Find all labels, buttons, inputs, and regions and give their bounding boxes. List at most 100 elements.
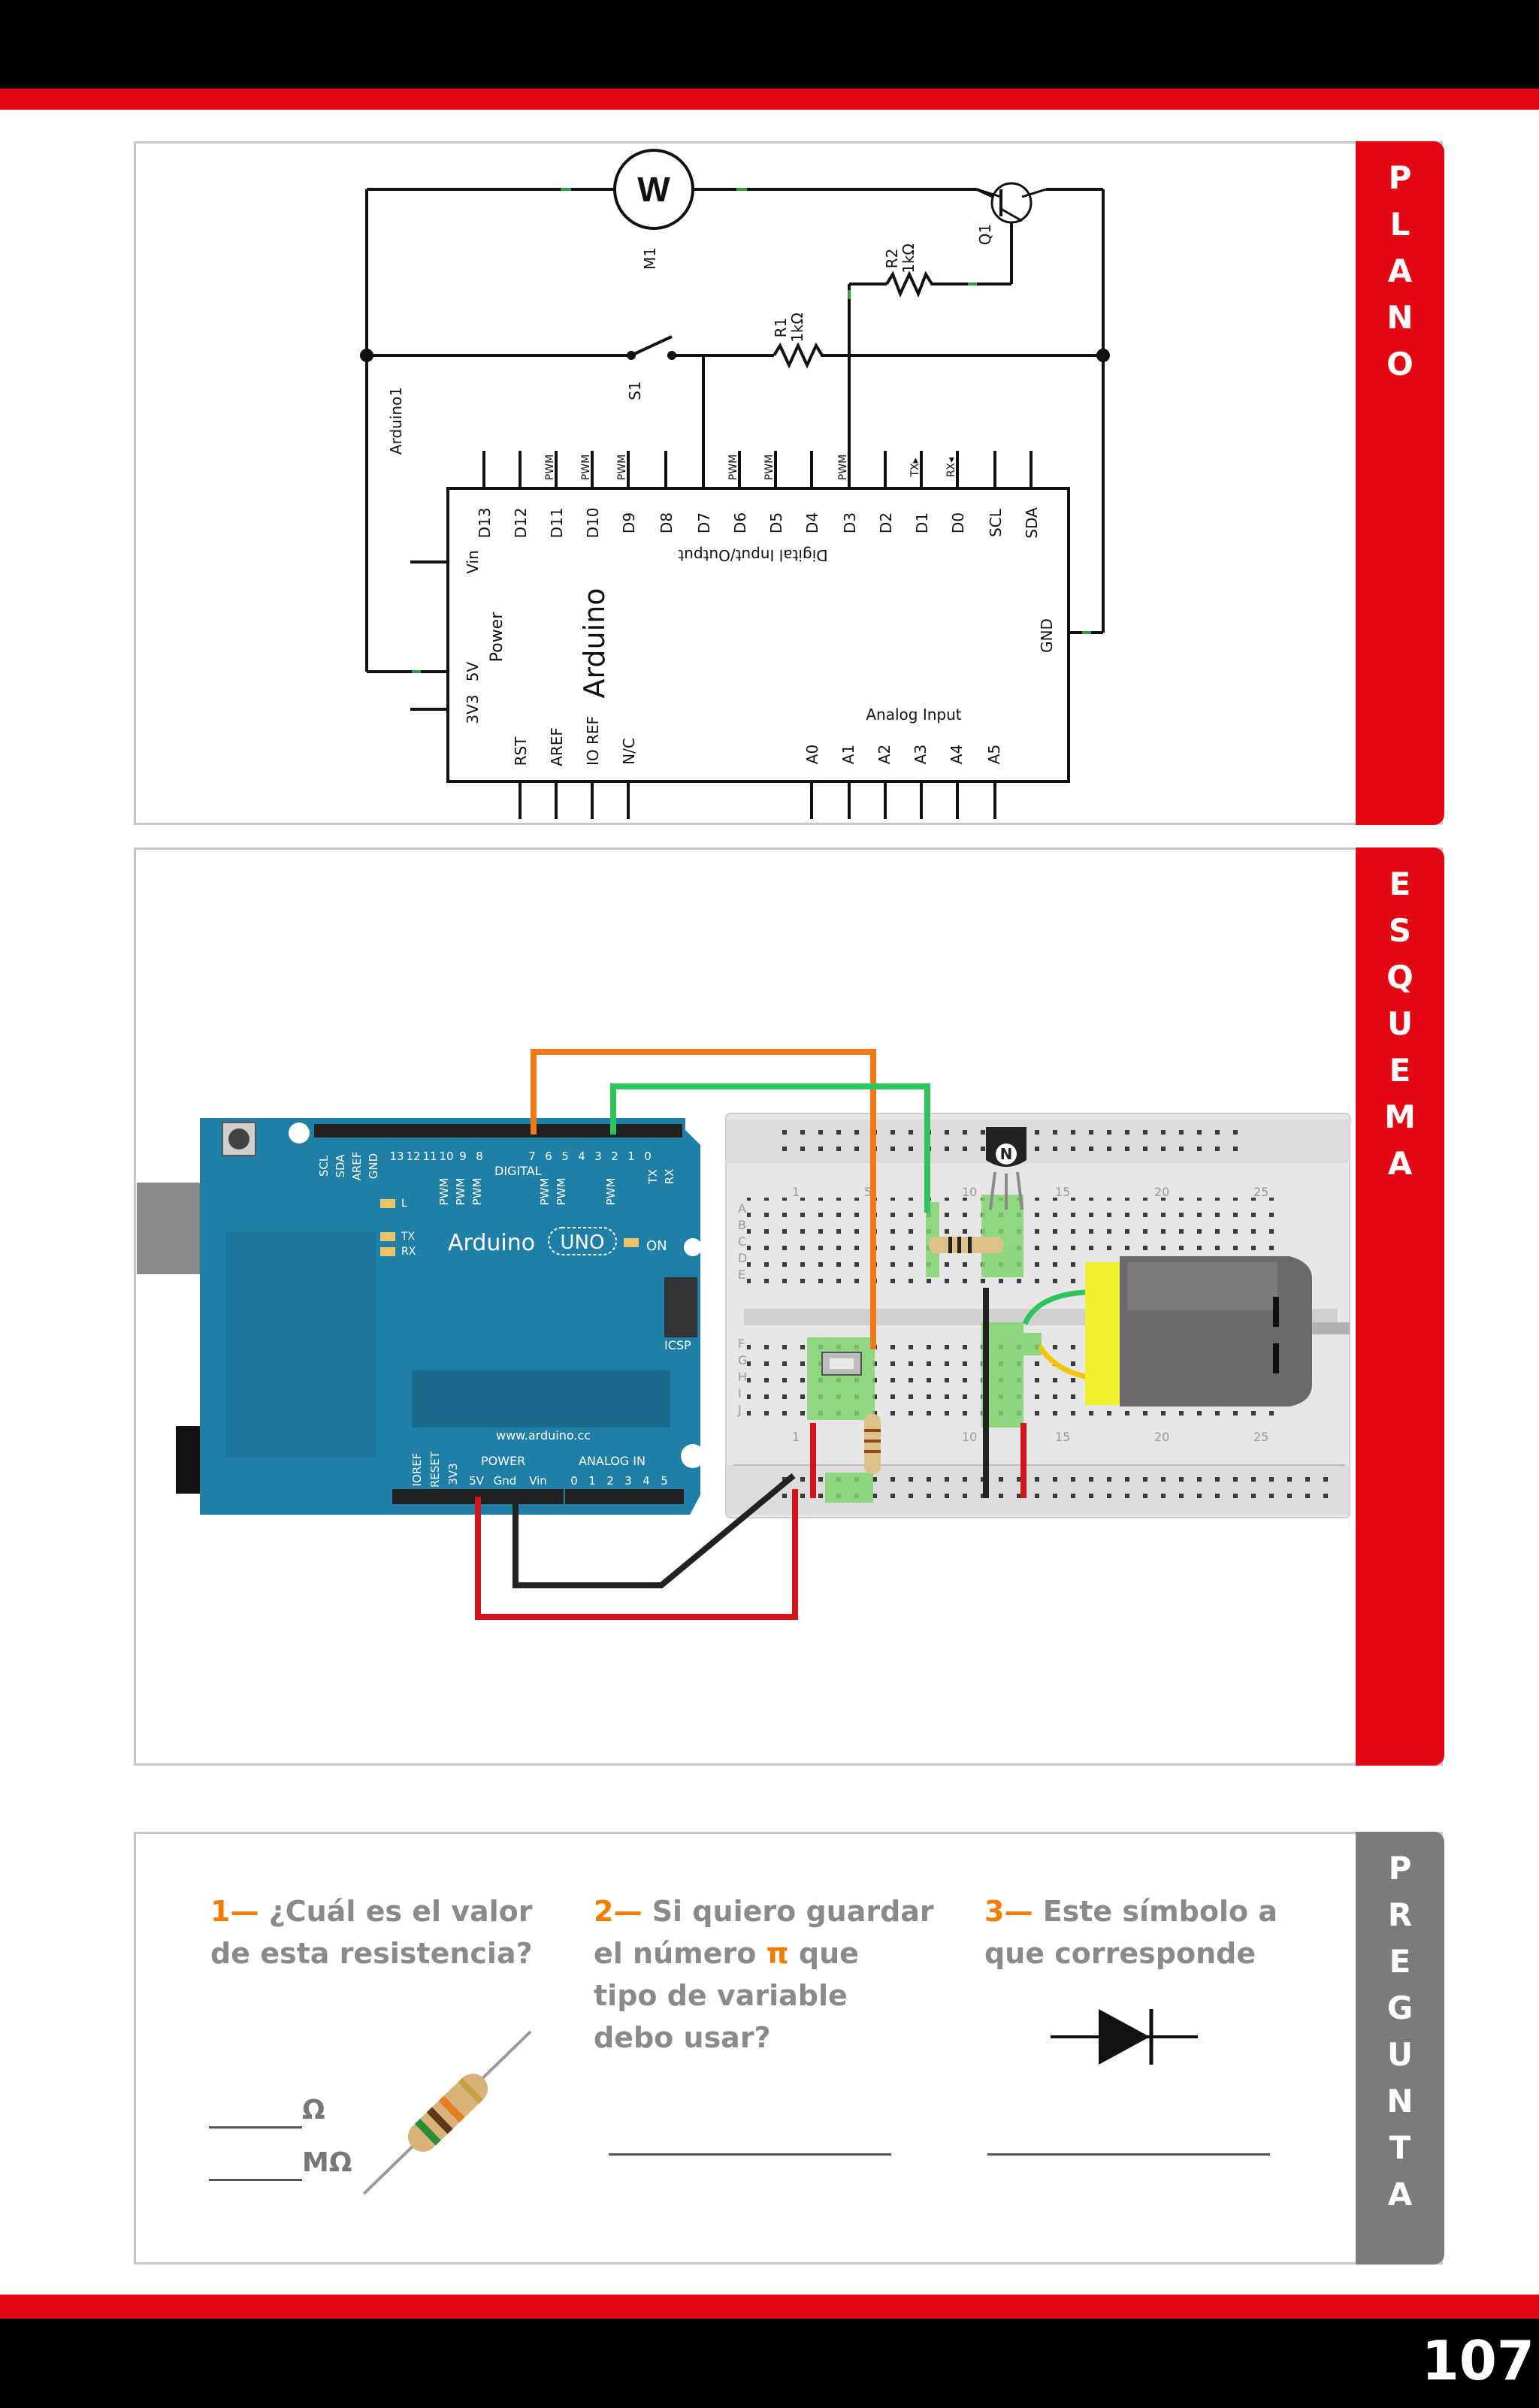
power-pin-label: 3V3 [446,1463,460,1485]
row-letter: B [738,1218,746,1232]
tab-letter: O [1386,346,1414,382]
power-pin-label: RESET [428,1451,442,1488]
header-pin-label: 8 [476,1150,483,1163]
pwm-tag: PWM [580,455,592,480]
question-text: debo usar? [594,2021,771,2054]
question-text: el número [594,1937,757,1970]
answer-blank-megaohm[interactable] [209,2179,302,2181]
tab-letter: U [1386,2036,1414,2073]
icsp-header [664,1277,697,1337]
row-letter: H [738,1370,747,1384]
tab-letter: N [1386,2083,1414,2119]
green-wire [610,1083,930,1213]
header-pin-label: 1 [627,1150,635,1163]
column-number: 15 [1055,1185,1070,1199]
pin-label: D8 [658,512,676,533]
tab-letter: M [1384,1098,1416,1135]
question-text: Este símbolo a [1042,1895,1277,1928]
tab-letter: T [1389,2129,1411,2166]
motor-symbol-letter: W [637,170,670,209]
row-letter: A [738,1201,746,1216]
header-pin-label: 12 [406,1150,420,1163]
analog-pin-label: 0 [570,1474,578,1488]
header-pin-label: 9 [459,1150,467,1163]
tab-letter: N [1386,299,1414,336]
pin-label: D3 [841,512,859,533]
breadboard-illustration: 1 5 10 15 20 25 1 5 10 15 20 25 A B C D … [137,1049,1350,1620]
pi-symbol: π [766,1937,789,1970]
answer-blank-variable-type[interactable] [609,2153,891,2156]
analog-header [565,1489,684,1504]
tab-pregunta: P R E G U N T A [1356,1832,1444,2264]
board-reference: Arduino1 [387,387,405,455]
row-letter: C [738,1234,746,1249]
tab-letter: A [1387,1145,1413,1182]
pin-label: D11 [548,508,566,539]
pin-label: AREF [548,727,566,766]
question-1: 1— ¿Cuál es el valor de esta resistencia… [210,1890,533,1974]
tab-letter: R [1387,1896,1413,1933]
pin-label: D4 [803,512,821,533]
tab-letter: P [1388,1850,1412,1887]
tab-letter: G [1386,1990,1414,2026]
r2-name: R2 [883,249,901,269]
question-text: que [798,1937,859,1970]
header-pin-label: 2 [611,1150,618,1163]
pin-label: RST [512,736,530,766]
column-number: 10 [962,1430,977,1444]
column-number: 20 [1154,1185,1169,1199]
analog-pin-label: 2 [606,1474,614,1488]
black-wire [512,1473,796,1588]
column-number: 1 [792,1430,800,1444]
power-label: Power [488,612,506,662]
motor-cap [1085,1262,1123,1405]
motor-green-lead [1022,1289,1086,1325]
board-name-label: Arduino [448,1230,535,1256]
pin-label: 5V [464,661,482,681]
row-letter: G [738,1353,747,1367]
tab-letter: A [1387,2176,1413,2213]
website-label: www.arduino.cc [496,1428,591,1443]
tab-letter: A [1387,252,1413,289]
led-label: L [401,1198,407,1210]
tx-tag: TX▸ [909,458,921,477]
circuit-schematic: W M1 Q1 S1 R1 1kΩ R2 1kΩ Arduino1 Arduin… [360,149,1110,819]
pwm-label: PWM [538,1178,552,1206]
power-pin-label: 5V [469,1474,485,1488]
header-pin-label: 7 [528,1150,536,1163]
header-pin-label: 6 [545,1150,552,1163]
pin-label: SDA [1023,507,1041,539]
header-pin-label: SCL [317,1155,331,1177]
arduino-board-outline [446,487,1070,783]
analog-input-label: Analog Input [866,705,961,724]
bottom-black-band [0,2319,1539,2408]
pin-label: A5 [985,745,1003,764]
question-3: 3— Este símbolo a que corresponde [984,1890,1277,1974]
pin-label: D13 [476,508,494,539]
answer-blank-ohm[interactable] [209,2126,302,2129]
pin-label: A3 [912,745,930,764]
tab-plano: P L A N O [1356,141,1444,825]
page-number: 107 [1421,2329,1534,2392]
pwm-label: PWM [604,1178,618,1206]
pin-label: A1 [839,745,857,764]
transistor-symbol [990,182,1033,224]
column-number: 10 [962,1185,977,1199]
rx-label: RX [663,1169,676,1185]
column-number: 20 [1154,1430,1169,1444]
answer-blank-symbol[interactable] [987,2153,1270,2156]
motor-symbol-circle [613,149,694,230]
analog-in-label: ANALOG IN [579,1454,646,1468]
question-number: 2— [594,1895,643,1928]
tab-letter: E [1389,1052,1411,1089]
pin-label: SCL [987,508,1005,537]
question-text: ¿Cuál es el valor [268,1895,533,1928]
pin-label: 3V3 [464,694,482,724]
question-text: tipo de variable [594,1979,848,2012]
column-number: 25 [1253,1430,1268,1444]
header-pin-label: 10 [439,1150,453,1163]
gnd-label: GND [1038,618,1056,653]
row-letter: J [737,1403,742,1417]
question-text: que corresponde [984,1937,1256,1970]
pwm-label: PWM [437,1178,451,1206]
